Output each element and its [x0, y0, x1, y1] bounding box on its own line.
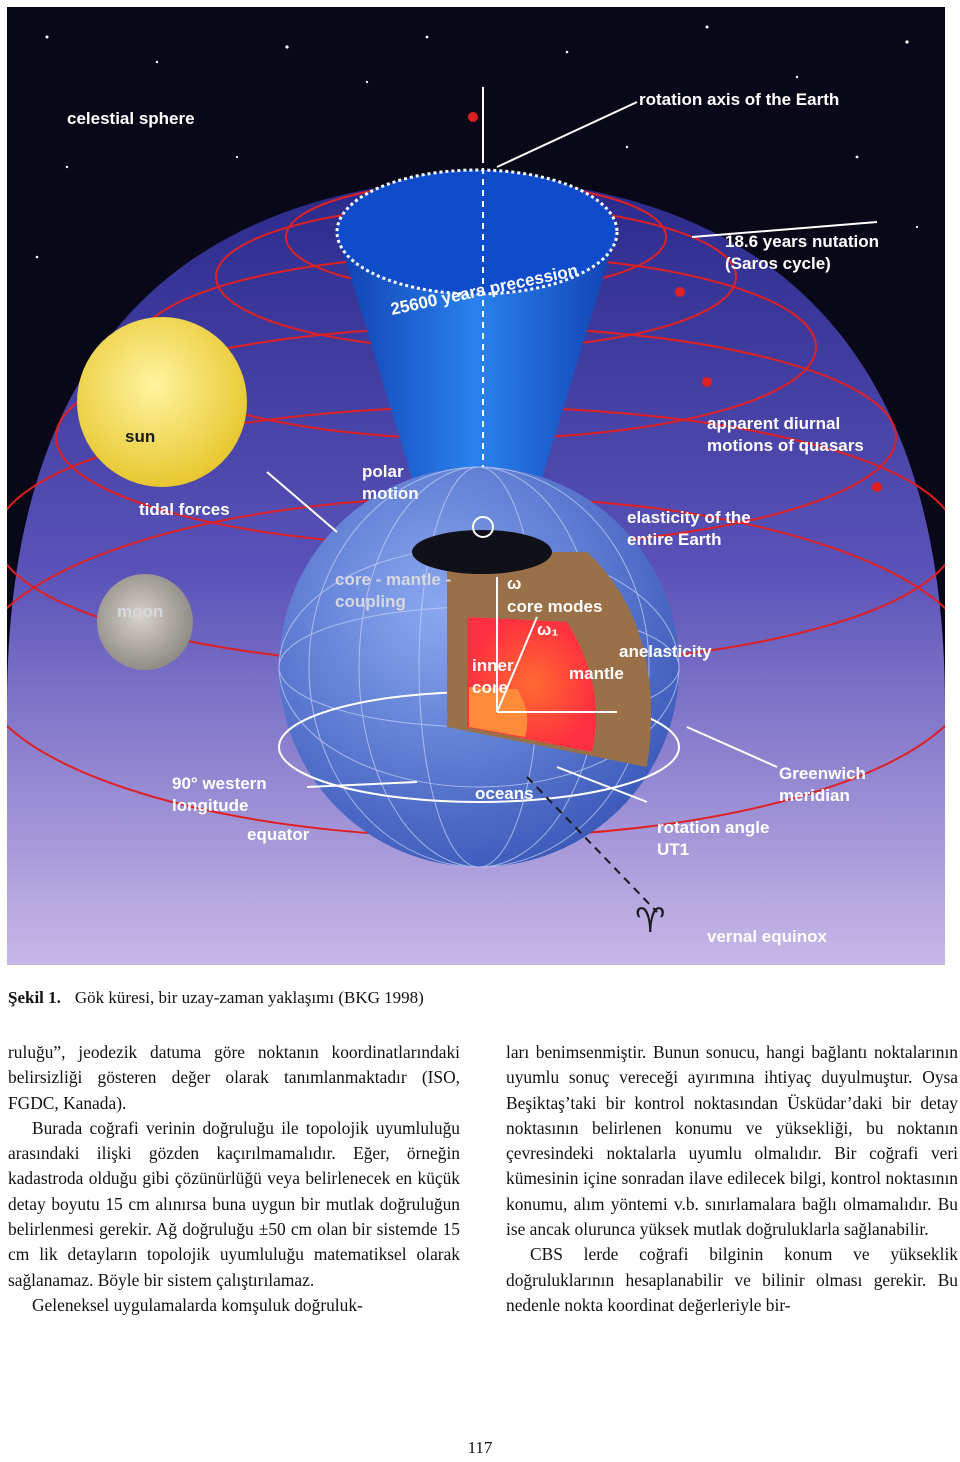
label-apparent-1: apparent diurnal: [707, 414, 840, 433]
orbit-markers: [468, 112, 882, 492]
label-tidal-forces: tidal forces: [139, 500, 230, 519]
label-omega1: ω₁: [537, 620, 558, 639]
label-core-mantle-2: coupling: [335, 592, 406, 611]
moon: [97, 574, 193, 670]
paragraph: ları benimsenmiştir. Bunun sonucu, hangi…: [506, 1042, 958, 1240]
figure-illustration: celestial sphere rotation axis of the Ea…: [7, 7, 945, 965]
label-sun: sun: [125, 427, 155, 446]
label-western-2: longitude: [172, 796, 248, 815]
label-vernal-equinox: vernal equinox: [707, 927, 828, 946]
label-oceans: oceans: [475, 784, 534, 803]
label-greenwich-2: meridian: [779, 786, 850, 805]
label-mantle: mantle: [569, 664, 624, 683]
label-greenwich-1: Greenwich: [779, 764, 866, 783]
label-elasticity-1: elasticity of the: [627, 508, 751, 527]
paragraph: ruluğu”, jeodezik datuma göre noktanın k…: [8, 1042, 460, 1113]
vernal-equinox-line: [526, 776, 658, 913]
pole-marker: [472, 516, 494, 538]
label-rotation-axis: rotation axis of the Earth: [639, 90, 839, 109]
label-core-modes: core modes: [507, 597, 602, 616]
omega1-vector: [496, 616, 538, 713]
label-polar-2: motion: [362, 484, 419, 503]
label-apparent-2: motions of quasars: [707, 436, 864, 455]
label-moon: moon: [117, 602, 163, 621]
label-nutation-2: (Saros cycle): [725, 254, 831, 273]
paragraph: Geleneksel uygulamalarda komşuluk doğrul…: [32, 1294, 363, 1315]
label-core-mantle-1: core - mantle -: [335, 570, 451, 589]
label-inner-2: core: [472, 678, 508, 697]
page-number: 117: [467, 1438, 493, 1457]
pointer-arrows: [266, 101, 878, 803]
north-pole-hole: [412, 530, 552, 574]
label-omega: ω: [507, 574, 521, 593]
caption-number: Şekil 1.: [8, 988, 61, 1007]
sun: [77, 317, 247, 487]
precession-cone: [337, 232, 617, 537]
paragraph: CBS lerde coğrafi bilginin konum ve yüks…: [506, 1244, 958, 1315]
label-anelasticity: anelasticity: [619, 642, 712, 661]
paragraph: Burada coğrafi verinin doğruluğu ile top…: [8, 1117, 460, 1290]
label-inner-1: inner: [472, 656, 514, 675]
label-equator: equator: [247, 825, 310, 844]
stars: [35, 25, 919, 259]
label-western-1: 90° western: [172, 774, 267, 793]
label-nutation-1: 18.6 years nutation: [725, 232, 879, 251]
label-elasticity-2: entire Earth: [627, 530, 721, 549]
caption-text: Gök küresi, bir uzay-zaman yaklaşımı (BK…: [74, 988, 424, 1007]
label-rotation-angle-2: UT1: [657, 840, 689, 859]
label-rotation-angle-1: rotation angle: [657, 818, 769, 837]
label-polar-1: polar: [362, 462, 404, 481]
figure-caption: Şekil 1. Gök küresi, bir uzay-zaman yakla…: [8, 988, 948, 1008]
celestial-sphere-figure: celestial sphere rotation axis of the Ea…: [7, 7, 945, 965]
precession-circle: [335, 168, 619, 296]
label-celestial-sphere: celestial sphere: [67, 109, 195, 128]
vernal-equinox-symbol: ♈: [635, 902, 665, 940]
text-column-left: ruluğu”, jeodezik datuma göre noktanın k…: [8, 1040, 460, 1318]
text-column-right: ları benimsenmiştir. Bunun sonucu, hangi…: [506, 1040, 958, 1318]
